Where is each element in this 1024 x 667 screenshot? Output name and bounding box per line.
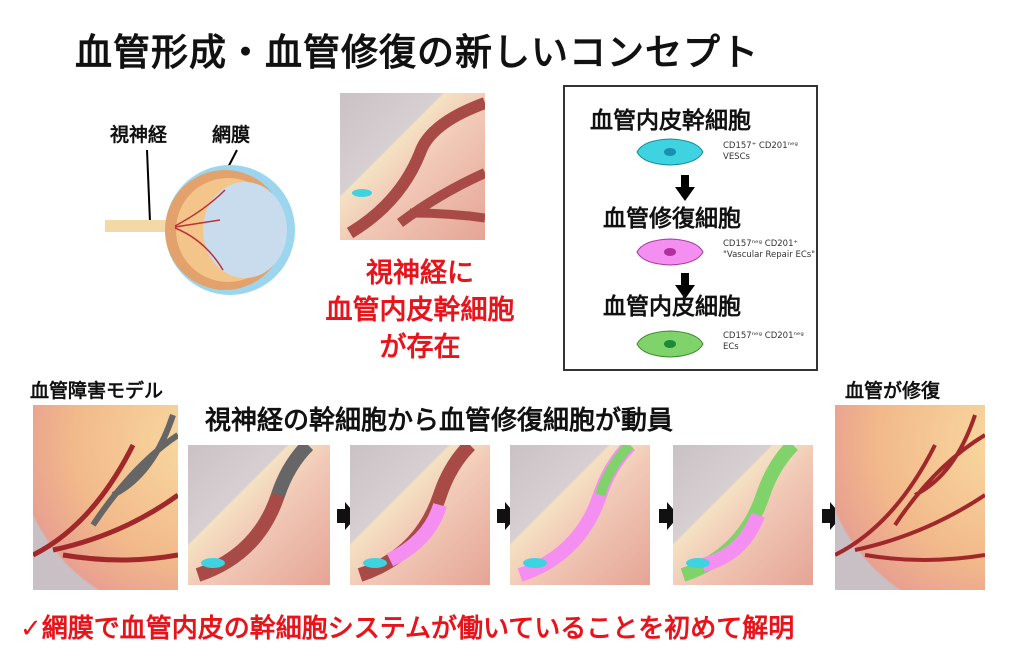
stage-name: 血管内皮幹細胞 — [590, 108, 751, 134]
injury-retina-panel — [33, 405, 178, 590]
retina-label: 網膜 — [212, 124, 251, 146]
stage-panel-2 — [350, 445, 490, 585]
repaired-retina-panel — [835, 405, 985, 590]
eye-diagram — [105, 149, 295, 295]
stage-panel-3 — [510, 445, 650, 585]
stage-name: 血管修復細胞 — [603, 206, 741, 232]
repaired-label: 血管が修復 — [845, 380, 941, 402]
stem-cell-callout: 視神経に 血管内皮幹細胞 が存在 — [295, 255, 545, 366]
stage-caption: CD157ⁿᵉᵍ CD201⁺"Vascular Repair ECs" — [723, 239, 816, 260]
stage-panel-1 — [188, 445, 330, 585]
optic-nerve-label: 視神経 — [110, 124, 168, 146]
repair-cell-icon — [636, 238, 704, 266]
callout-line: が存在 — [379, 332, 461, 363]
stage-name: 血管内皮細胞 — [603, 294, 741, 320]
callout-line: 視神経に — [366, 258, 474, 289]
down-arrow-icon — [675, 175, 695, 201]
optic-nerve-illustration — [340, 93, 485, 240]
stage-panel-4 — [673, 445, 813, 585]
callout-line: 血管内皮幹細胞 — [325, 295, 515, 326]
injury-model-label: 血管障害モデル — [30, 380, 164, 402]
conclusion-text: ✓網膜で血管内皮の幹細胞システムが働いていることを初めて解明 — [20, 614, 795, 644]
mobilization-headline: 視神経の幹細胞から血管修復細胞が動員 — [205, 406, 674, 436]
down-arrow-icon — [675, 273, 695, 299]
vesc-cell-icon — [636, 138, 704, 166]
endothelial-cell-icon — [636, 330, 704, 358]
slide-title: 血管形成・血管修復の新しいコンセプト — [75, 31, 759, 74]
